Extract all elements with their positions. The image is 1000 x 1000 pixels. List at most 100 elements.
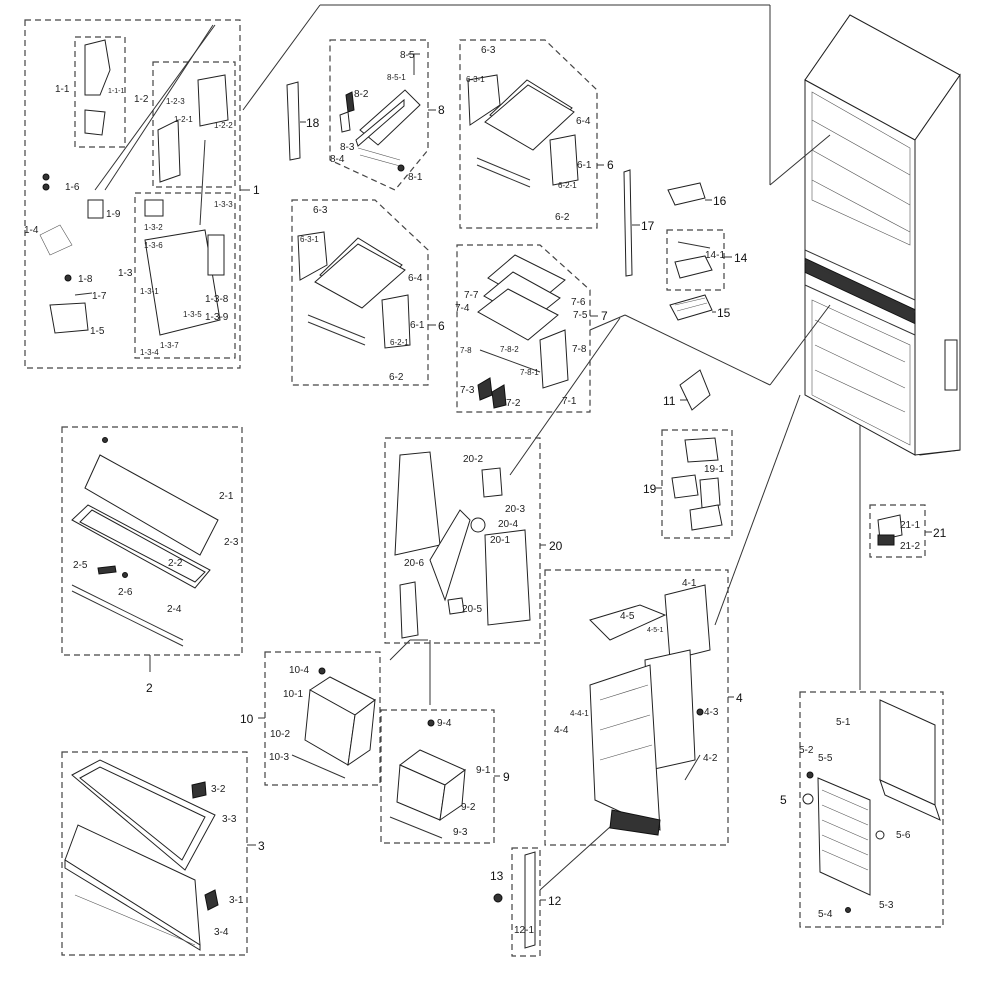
part-label: 2-6 bbox=[118, 587, 133, 598]
group-21-part bbox=[869, 504, 932, 558]
part-label: 21-1 bbox=[900, 520, 920, 531]
group-label: 13 bbox=[490, 869, 504, 883]
part-label: 6-3 bbox=[313, 205, 328, 216]
part-label: 8-5-1 bbox=[387, 73, 406, 82]
group-17-rail bbox=[623, 169, 640, 277]
part-label: 6-2 bbox=[555, 212, 570, 223]
part-label: 10-3 bbox=[269, 752, 289, 763]
part-label: 1-5 bbox=[90, 326, 105, 337]
part-label: 2-5 bbox=[73, 560, 88, 571]
part-label: 5-4 bbox=[818, 909, 833, 920]
group-label: 20 bbox=[549, 539, 563, 553]
group-label: 19 bbox=[643, 482, 657, 496]
part-label: 9-3 bbox=[453, 827, 468, 838]
group-label: 2 bbox=[146, 681, 153, 695]
part-label: 1-9 bbox=[106, 209, 121, 220]
group-8-shelf bbox=[329, 39, 436, 191]
part-label: 1-3 bbox=[118, 268, 133, 279]
part-label: 1-4 bbox=[24, 225, 39, 236]
refrigerator-cabinet bbox=[804, 14, 961, 456]
part-label: 6-4 bbox=[576, 116, 591, 127]
part-label: 4-5-1 bbox=[647, 627, 663, 634]
part-label: 1-7 bbox=[92, 291, 107, 302]
group-7-shelf bbox=[456, 244, 598, 413]
group-4-door-panel bbox=[544, 569, 734, 846]
part-label: 9-4 bbox=[437, 718, 452, 729]
part-label: 1-3-3 bbox=[214, 200, 233, 209]
part-label: 1-3-1 bbox=[140, 287, 159, 296]
group-label: 1 bbox=[253, 183, 260, 197]
group-label: 10 bbox=[240, 712, 254, 726]
part-label: 1-3-2 bbox=[144, 223, 163, 232]
group-5-evaporator bbox=[799, 691, 944, 928]
group-label: 6 bbox=[607, 158, 614, 172]
group-9-bin bbox=[380, 709, 500, 844]
group-20-dispenser bbox=[384, 437, 546, 644]
part-label: 8-2 bbox=[354, 89, 369, 100]
part-label: 7-8 bbox=[572, 344, 587, 355]
group-label: 4 bbox=[736, 691, 743, 705]
group-label: 8 bbox=[438, 103, 445, 117]
part-label: 10-1 bbox=[283, 689, 303, 700]
group-6-shelf-upper bbox=[459, 39, 604, 229]
group-label: 7 bbox=[601, 309, 608, 323]
part-label: 1-6 bbox=[65, 182, 80, 193]
part-label: 1-3-6 bbox=[144, 241, 163, 250]
group-label: 14 bbox=[734, 251, 748, 265]
part-label: 8-4 bbox=[330, 154, 345, 165]
part-label: 7-6 bbox=[571, 297, 586, 308]
part-label: 5-2 bbox=[799, 745, 814, 756]
part-label: 6-2 bbox=[389, 372, 404, 383]
part-label: 1-8 bbox=[78, 274, 93, 285]
part-label: 4-5 bbox=[620, 611, 635, 622]
part-label: 2-1 bbox=[219, 491, 234, 502]
group-label: 12 bbox=[548, 894, 562, 908]
part-label: 6-4 bbox=[408, 273, 423, 284]
part-label: 5-3 bbox=[879, 900, 894, 911]
group-19-part bbox=[656, 429, 733, 539]
group-15-part bbox=[669, 294, 716, 321]
part-label: 1-2-1 bbox=[174, 115, 193, 124]
group-label: 3 bbox=[258, 839, 265, 853]
group-12-part bbox=[493, 847, 546, 957]
part-label: 8-3 bbox=[340, 142, 355, 153]
group-2-shelf bbox=[61, 426, 243, 672]
part-label: 5-6 bbox=[896, 830, 911, 841]
part-label: 1-1-1 bbox=[108, 88, 124, 95]
group-1-ice-maker bbox=[24, 19, 250, 369]
part-label: 20-4 bbox=[498, 519, 518, 530]
part-label: 7-4 bbox=[455, 303, 470, 314]
part-label: 1-2-2 bbox=[214, 121, 233, 130]
part-label: 3-1 bbox=[229, 895, 244, 906]
part-label: 14-1 bbox=[705, 250, 725, 261]
part-label: 4-4-1 bbox=[570, 709, 589, 718]
part-label: 10-4 bbox=[289, 665, 309, 676]
part-label: 10-2 bbox=[270, 729, 290, 740]
part-label: 6-1 bbox=[577, 160, 592, 171]
part-label: 20-2 bbox=[463, 454, 483, 465]
group-11-part bbox=[679, 369, 711, 411]
part-label: 4-2 bbox=[703, 753, 718, 764]
part-label: 20-5 bbox=[462, 604, 482, 615]
part-label: 7-7 bbox=[464, 290, 479, 301]
group-label: 6 bbox=[438, 319, 445, 333]
group-label: 16 bbox=[713, 194, 727, 208]
part-label: 1-3-9 bbox=[205, 312, 229, 323]
part-label: 7-8 bbox=[460, 346, 472, 355]
part-label: 7-8-2 bbox=[500, 345, 519, 354]
leader-lines bbox=[242, 4, 861, 891]
part-label: 4-1 bbox=[682, 578, 697, 589]
part-label: 1-2 bbox=[134, 94, 149, 105]
group-label: 17 bbox=[641, 219, 655, 233]
part-label: 20-3 bbox=[505, 504, 525, 515]
part-label: 3-2 bbox=[211, 784, 226, 795]
group-18-rail bbox=[286, 81, 306, 161]
part-label: 21-2 bbox=[900, 541, 920, 552]
part-label: 7-5 bbox=[573, 310, 588, 321]
part-label: 2-4 bbox=[167, 604, 182, 615]
part-label: 7-2 bbox=[506, 398, 521, 409]
group-14-part bbox=[666, 229, 732, 291]
part-label: 7-3 bbox=[460, 385, 475, 396]
group-label: 15 bbox=[717, 306, 731, 320]
